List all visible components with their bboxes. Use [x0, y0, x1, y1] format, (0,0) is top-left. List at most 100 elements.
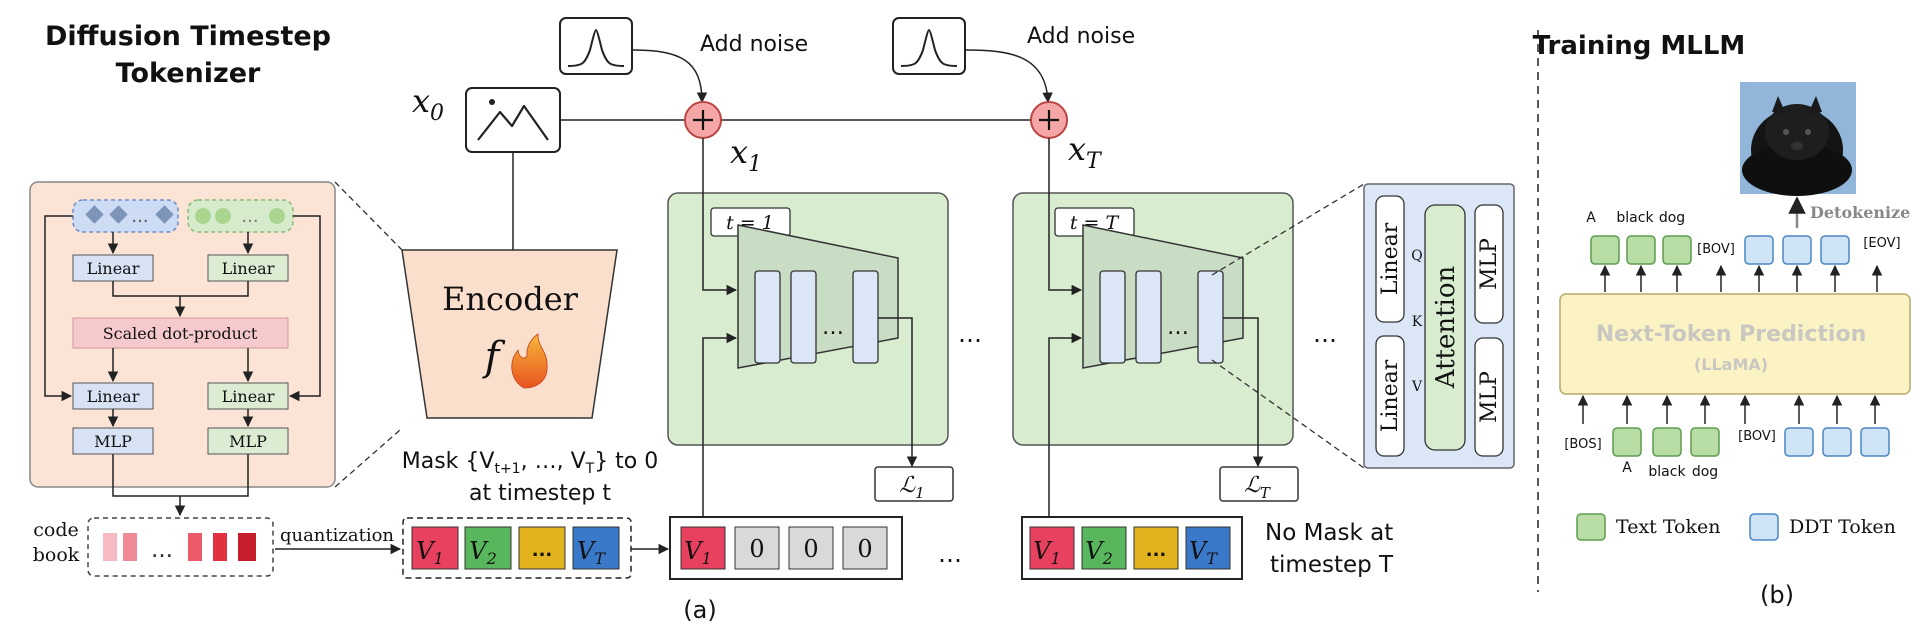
row-ellipsis: …	[938, 540, 962, 568]
attention-label: Attention	[1431, 265, 1461, 389]
token-v-sub: T	[594, 549, 606, 568]
add-noise-label-1: Add noise	[700, 32, 808, 57]
model-label: (LLaMA)	[1694, 355, 1768, 374]
unmasked-token-v1	[1029, 526, 1075, 570]
token-v-text: V	[469, 537, 489, 565]
zero-text: 0	[749, 535, 764, 563]
output-tokens	[1590, 235, 1850, 265]
loss-box-1	[874, 466, 954, 502]
svg-text:V1: V1	[416, 537, 444, 568]
attn-mlp-2: MLP	[1477, 371, 1502, 423]
token-v-text: V	[1033, 537, 1053, 565]
x0-label: x0	[412, 82, 444, 126]
token-v1	[411, 526, 459, 570]
noise-icon	[892, 17, 966, 75]
tokenizer-panel: ... ... Linear Linear Scaled dot-product…	[29, 181, 336, 517]
mask-text-line1: Mask {Vt+1, …, VT} to 0	[402, 449, 659, 477]
svg-text:V1: V1	[684, 537, 712, 568]
masked-token-zero	[734, 526, 780, 570]
token-v-text: V	[577, 537, 597, 565]
attn-mlp-1: MLP	[1477, 238, 1502, 290]
masked-token-zero	[788, 526, 834, 570]
svg-text:V2: V2	[1085, 537, 1113, 568]
left-title-line2: Tokenizer	[116, 58, 261, 89]
unet-panel-2: t = T …	[1012, 192, 1294, 446]
caption-a: (a)	[683, 596, 716, 624]
in-label-black: black	[1648, 464, 1686, 480]
unmasked-token-vT	[1185, 526, 1231, 570]
attn-linear-2: Linear	[1378, 359, 1403, 432]
in-label-bos: [BOS]	[1564, 437, 1601, 452]
scaled-dot-product-box	[72, 317, 289, 349]
token-v-sub: 2	[486, 549, 497, 568]
linear-label: Linear	[87, 387, 140, 406]
masked-token-v1	[680, 526, 726, 570]
quantized-tokens: V1 V2 ... VT	[402, 517, 632, 579]
masked-token-zero	[842, 526, 888, 570]
input-tokens	[1612, 427, 1890, 457]
mlp-label: MLP	[94, 432, 132, 451]
no-mask-line1: No Mask at	[1265, 520, 1393, 546]
token-vdots	[518, 526, 566, 570]
right-title: Training MLLM	[1533, 31, 1746, 61]
add-noise-label-2: Add noise	[1027, 24, 1135, 49]
codebook-dots: …	[151, 538, 173, 563]
linear-box-right-bottom	[207, 382, 289, 410]
unet-dots-2: …	[1167, 315, 1189, 340]
v-label: V	[1411, 379, 1423, 395]
legend-ddt-swatch	[1749, 513, 1779, 541]
green-token-dots: ...	[241, 206, 258, 227]
token-v-sub: 1	[702, 549, 712, 568]
token-v-text: V	[416, 537, 436, 565]
left-title-line1: Diffusion Timestep	[45, 21, 331, 52]
legend-ddt-token: DDT Token	[1789, 516, 1896, 538]
add-noise-plus-2	[1030, 101, 1068, 139]
token-dots-text: ...	[1146, 540, 1167, 561]
token-v-text: V	[684, 537, 704, 565]
after-unet-ellipsis: …	[1313, 320, 1337, 348]
token-dots-text: ...	[532, 540, 553, 561]
circle-icons	[195, 208, 285, 224]
mlp-label: MLP	[229, 432, 267, 451]
fire-icon	[511, 333, 548, 389]
out-label-bov: [BOV]	[1697, 242, 1735, 257]
diamond-icons	[85, 205, 174, 224]
mask-text-line2: at timestep t	[469, 481, 611, 506]
between-unet-ellipsis: …	[958, 320, 982, 348]
in-label-bov: [BOV]	[1738, 429, 1776, 444]
token-v-text: V	[1085, 537, 1105, 565]
token-v-sub: 1	[1051, 549, 1061, 568]
token-v-sub: 2	[1102, 549, 1113, 568]
xT-label: xT	[1068, 130, 1103, 174]
prediction-label: Next-Token Prediction	[1596, 322, 1866, 347]
dog-image	[1740, 82, 1856, 196]
zero-text: 0	[803, 535, 818, 563]
codebook-label-line1: code	[33, 519, 79, 541]
svg-text:V2: V2	[469, 537, 497, 568]
unet-panel-1: t = 1 …	[667, 192, 949, 446]
linear-label: Linear	[222, 387, 275, 406]
in-label-dog: dog	[1692, 464, 1718, 480]
token-v-sub: T	[1206, 549, 1218, 568]
svg-text:V1: V1	[1033, 537, 1061, 568]
add-noise-plus-1	[684, 101, 722, 139]
legend-text-swatch	[1576, 513, 1606, 541]
noise-icon	[559, 17, 633, 75]
zero-text: 0	[857, 535, 872, 563]
no-mask-line2: timestep T	[1270, 552, 1394, 578]
out-label-dog: dog	[1659, 210, 1685, 226]
linear-box-right-top	[207, 254, 289, 282]
linear-label: Linear	[222, 259, 275, 278]
loss-box-2	[1219, 466, 1299, 502]
image-icon	[465, 87, 561, 153]
encoder-label: Encoder	[442, 280, 579, 318]
out-label-eov: [EOV]	[1863, 236, 1900, 251]
next-token-prediction-box	[1559, 293, 1911, 395]
legend-text-token: Text Token	[1616, 516, 1720, 538]
loss-label-2: ℒT	[1244, 473, 1271, 502]
svg-text:VT: VT	[1189, 537, 1218, 568]
mlp-box-right	[207, 427, 289, 455]
svg-text:VT: VT	[577, 537, 606, 568]
out-label-a: A	[1586, 210, 1596, 226]
